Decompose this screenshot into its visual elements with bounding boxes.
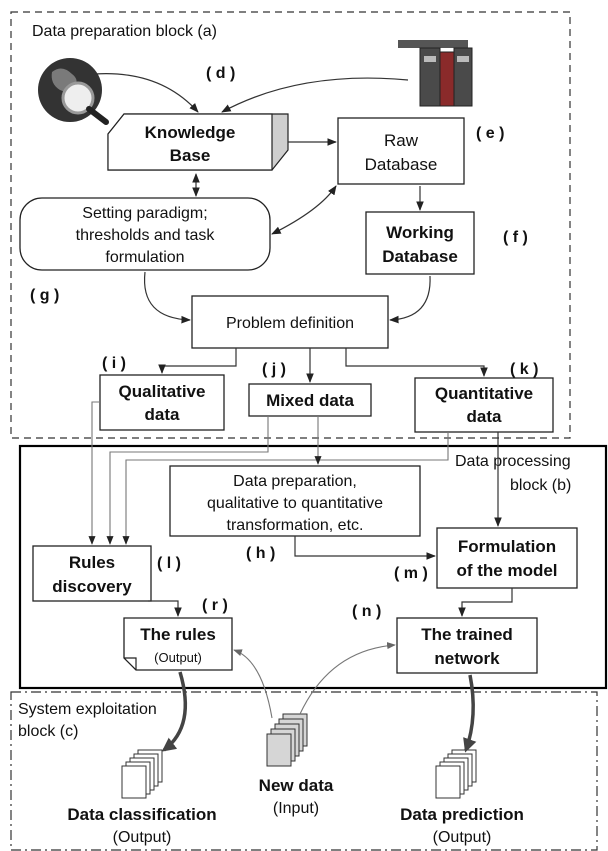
arrow-rules-to-classification (161, 671, 188, 752)
the-rules-doc: The rules (Output) (123, 617, 233, 671)
arrow-setting-raw (271, 185, 337, 235)
label-e: ( e ) (476, 125, 504, 142)
classification-docs-icon (121, 749, 163, 799)
proc-block-title-2: block (b) (510, 477, 571, 494)
label-r: ( r ) (202, 597, 228, 614)
the-rules-label: The rules (140, 625, 216, 644)
arrow-problem-to-qualitative (158, 348, 237, 374)
rules-discovery-label-2: discovery (52, 577, 132, 596)
arrow-setting-to-problem (143, 271, 191, 324)
data-preparation-box: Data preparation, qualitative to quantit… (169, 465, 421, 537)
setting-paradigm-box: Setting paradigm; thresholds and task fo… (19, 197, 271, 271)
label-d: ( d ) (206, 65, 235, 82)
quantitative-data-box: Quantitative data (414, 377, 554, 433)
arrow-working-to-problem (389, 275, 431, 324)
data-processing-block-frame (18, 444, 608, 690)
setting-paradigm-label-2: thresholds and task (76, 227, 216, 244)
data-classification-label: Data classification (67, 805, 216, 824)
label-m: ( m ) (394, 565, 428, 582)
trained-network-label-2: network (434, 649, 500, 668)
data-preparation-block-frame (10, 11, 571, 439)
label-n: ( n ) (352, 603, 381, 620)
proc-block-title-1: Data processing (455, 453, 571, 470)
working-database-box: Working Database (365, 211, 475, 275)
working-database-label-2: Database (382, 247, 458, 266)
mixed-data-label: Mixed data (266, 391, 354, 410)
label-i: ( i ) (102, 355, 126, 372)
label-h: ( h ) (246, 545, 275, 562)
data-preparation-label-1: Data preparation, (233, 473, 357, 490)
setting-paradigm-label-1: Setting paradigm; (82, 205, 207, 222)
label-j: ( j ) (262, 361, 286, 378)
arrow-problem-to-quantitative (345, 348, 488, 377)
label-g: ( g ) (30, 287, 59, 304)
globe-magnifier-icon (38, 58, 109, 125)
data-prediction-label: Data prediction (400, 805, 524, 824)
quantitative-data-label-1: Quantitative (435, 384, 533, 403)
data-classification-sublabel: (Output) (113, 829, 172, 846)
setting-paradigm-label-3: formulation (105, 249, 184, 266)
formulation-model-label-1: Formulation (458, 537, 556, 556)
the-rules-sublabel: (Output) (154, 650, 202, 665)
qualitative-data-label-2: data (145, 405, 181, 424)
arrow-quantitative-to-rules (122, 432, 449, 545)
data-preparation-label-2: qualitative to quantitative (207, 495, 383, 512)
arrow-preparation-to-formulation (294, 536, 436, 560)
quantitative-data-label-2: data (467, 407, 503, 426)
label-k: ( k ) (510, 361, 538, 378)
raw-database-label-2: Database (365, 155, 438, 174)
label-f: ( f ) (503, 229, 528, 246)
arrow-globe-to-kb (94, 73, 199, 113)
qualitative-data-box: Qualitative data (99, 374, 225, 431)
raw-database-box: Raw Database (337, 117, 465, 185)
new-data-docs-icon (266, 713, 308, 767)
trained-network-box: The trained network (396, 617, 538, 674)
rules-discovery-label-1: Rules (69, 553, 115, 572)
knowledge-base-box: Knowledge Base (107, 113, 289, 171)
rules-discovery-box: Rules discovery (32, 545, 152, 602)
exploit-block-title-1: System exploitation (18, 701, 157, 718)
arrow-newdata-to-network (299, 642, 396, 715)
arrow-qualitative-to-rules (88, 401, 100, 545)
exploit-block-title-2: block (c) (18, 723, 78, 740)
arrow-formulation-to-network (458, 588, 513, 617)
data-prediction-sublabel: (Output) (433, 829, 492, 846)
system-exploitation-block-frame (10, 691, 598, 851)
data-preparation-label-3: transformation, etc. (227, 517, 364, 534)
knowledge-base-label-1: Knowledge (145, 123, 236, 142)
arrow-rules-discovery-to-rules (148, 600, 182, 617)
trained-network-label-1: The trained (421, 625, 513, 644)
mixed-data-box: Mixed data (248, 383, 372, 417)
label-l: ( l ) (157, 555, 181, 572)
raw-database-label-1: Raw (384, 131, 419, 150)
qualitative-data-label-1: Qualitative (119, 382, 206, 401)
prediction-docs-icon (435, 749, 477, 799)
arrow-newdata-to-rules (233, 649, 273, 719)
arrow-network-to-prediction (463, 674, 477, 753)
arrow-mixed-to-rules (106, 416, 269, 545)
formulation-model-box: Formulation of the model (436, 527, 578, 589)
problem-definition-box: Problem definition (191, 295, 389, 349)
problem-definition-label: Problem definition (226, 315, 354, 332)
new-data-sublabel: (Input) (273, 800, 319, 817)
new-data-label: New data (259, 776, 334, 795)
books-icon (398, 40, 473, 107)
prep-block-title: Data preparation block (a) (32, 23, 217, 40)
knowledge-base-label-2: Base (170, 146, 211, 165)
formulation-model-label-2: of the model (456, 561, 557, 580)
working-database-label-1: Working (386, 223, 454, 242)
arrow-books-to-kb (221, 77, 409, 113)
